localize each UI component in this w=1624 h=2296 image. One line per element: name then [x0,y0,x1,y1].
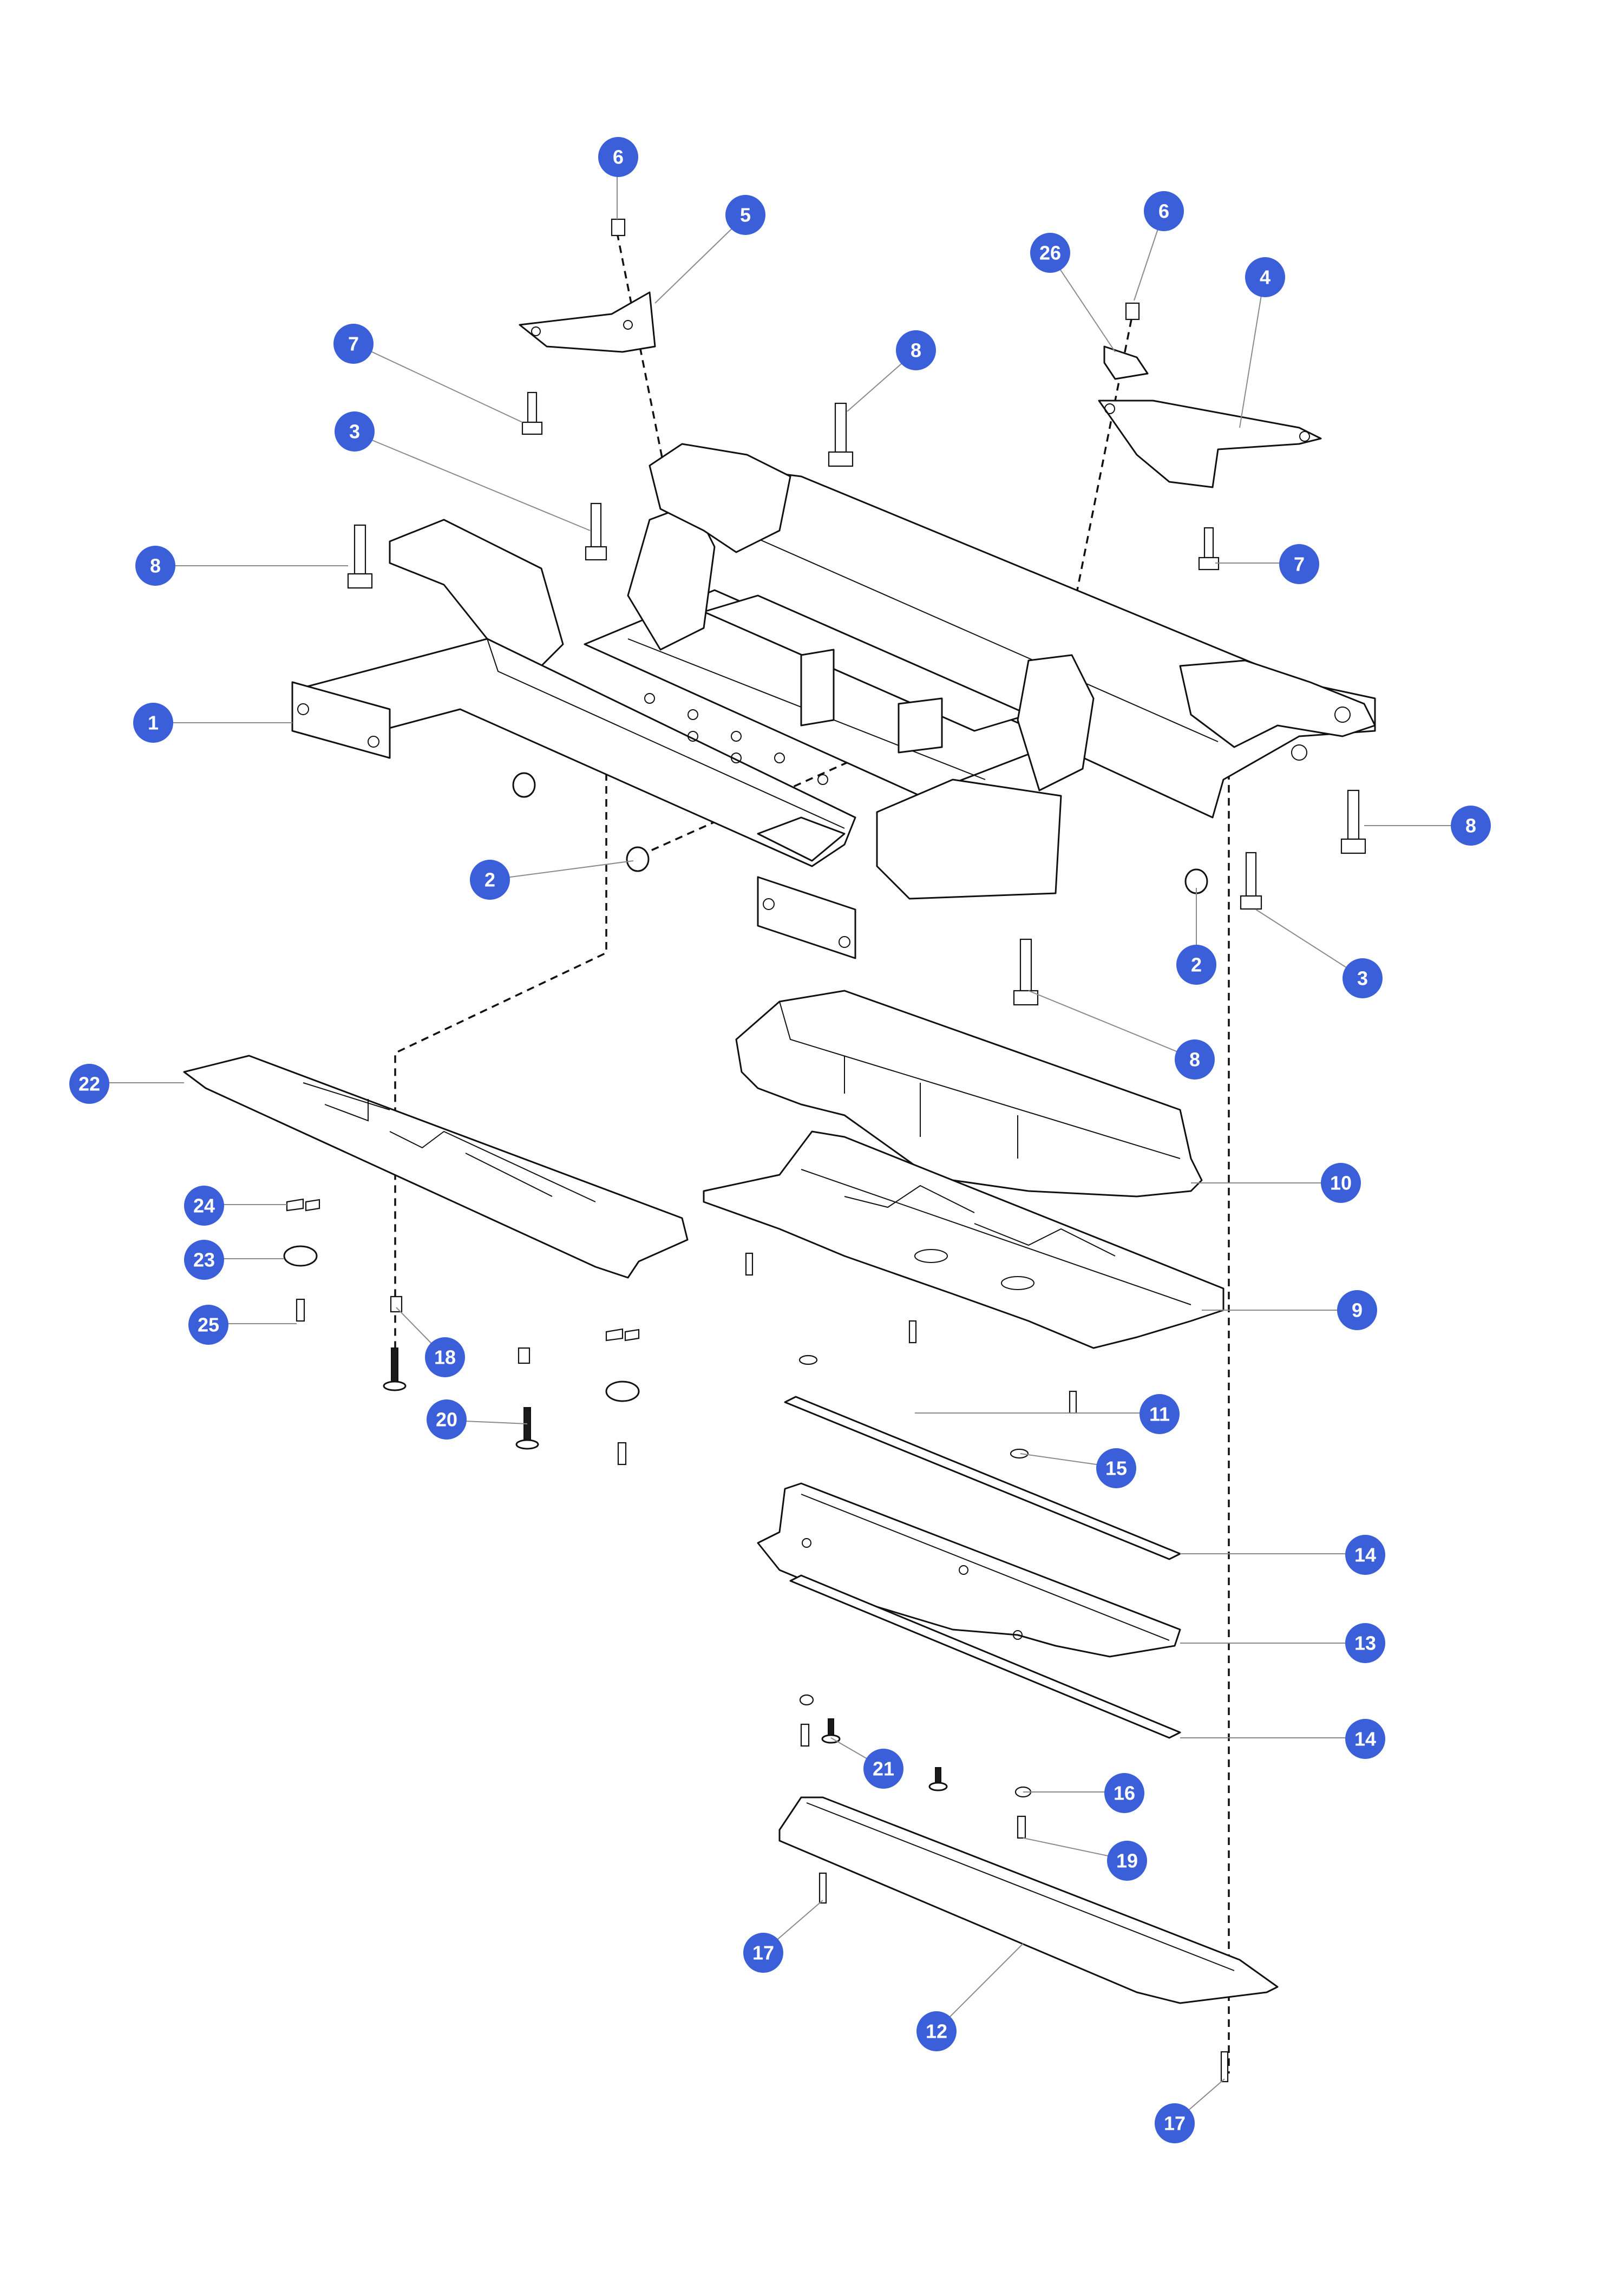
callout-label: 20 [436,1409,457,1431]
callout-label: 6 [1158,200,1169,223]
callout-label: 8 [911,339,921,362]
callouts: 1 2 2 3 3 4 5 6 6 7 7 8 8 8 8 9 10 11 12… [69,137,1491,2143]
callout-label: 3 [349,421,360,443]
callout-3-left: 3 [335,411,375,452]
callout-25: 25 [188,1305,228,1345]
callout-2-right: 2 [1176,945,1216,985]
callout-8-right: 8 [1451,806,1491,846]
bushings [512,772,1208,894]
callout-label: 23 [193,1249,215,1271]
small-hardware [283,1198,1077,1466]
callout-7-left: 7 [333,324,374,364]
callout-6-right: 6 [1144,191,1184,231]
callout-10: 10 [1321,1163,1361,1203]
callout-label: 12 [926,2020,947,2043]
callout-13: 13 [1345,1623,1385,1663]
callout-3-right: 3 [1343,958,1383,998]
callout-19: 19 [1107,1841,1147,1881]
callout-label: 14 [1354,1728,1376,1750]
callout-label: 8 [1465,815,1476,837]
callout-15: 15 [1096,1448,1136,1488]
callout-16: 16 [1104,1773,1144,1813]
callout-24: 24 [184,1186,224,1226]
callout-label: 3 [1357,967,1368,990]
callout-17-right: 17 [1155,2103,1195,2143]
callout-label: 1 [148,712,159,734]
strip-14-lower [789,1574,1181,1739]
callout-label: 6 [613,146,624,168]
callout-14-upper: 14 [1345,1535,1385,1575]
callout-18: 18 [425,1337,465,1377]
callout-label: 8 [150,555,161,577]
callout-label: 14 [1354,1544,1376,1566]
callout-8-top: 8 [896,330,936,370]
callout-9: 9 [1337,1290,1377,1330]
callout-label: 15 [1105,1457,1127,1480]
callout-label: 24 [193,1195,215,1217]
clip-26 [1103,345,1149,380]
callout-22: 22 [69,1064,109,1104]
callout-label: 19 [1116,1850,1138,1872]
callout-label: 5 [740,204,751,226]
bracket-4 [1098,400,1322,488]
callout-20: 20 [427,1399,467,1440]
callout-5: 5 [725,195,765,235]
callout-14-lower: 14 [1345,1719,1385,1759]
skid-plate-9 [703,1130,1224,1349]
subframe [291,443,1376,959]
callout-4: 4 [1245,257,1285,297]
callout-label: 2 [1191,954,1202,976]
callout-7-right: 7 [1279,544,1319,584]
callout-26: 26 [1030,233,1070,273]
callout-label: 17 [752,1942,774,1964]
callout-label: 9 [1352,1299,1363,1322]
callout-21: 21 [863,1749,903,1789]
callout-label: 13 [1354,1632,1376,1654]
callout-23: 23 [184,1240,224,1280]
callout-2-left: 2 [470,860,510,900]
bracket-5 [519,291,656,353]
callout-17-left: 17 [743,1933,783,1973]
panel-13 [757,1482,1181,1658]
leader-lines [89,157,1470,2123]
callout-6-left: 6 [598,137,638,177]
callout-label: 7 [348,333,359,355]
callout-label: 11 [1149,1403,1170,1425]
callout-label: 18 [434,1346,456,1369]
callout-label: 10 [1330,1172,1352,1194]
callout-label: 16 [1114,1782,1135,1804]
callout-label: 22 [78,1073,100,1095]
callout-label: 25 [198,1314,219,1336]
skid-12 [778,1796,1279,2004]
callout-8-left: 8 [135,546,175,586]
callout-12: 12 [916,2011,957,2051]
bolts [347,218,1366,1006]
callout-label: 7 [1294,553,1305,575]
callout-label: 17 [1164,2112,1186,2135]
heat-shield-10 [735,990,1203,1198]
callout-label: 21 [873,1758,894,1780]
callout-label: 26 [1039,242,1061,264]
callout-label: 4 [1260,266,1271,289]
callout-8-lower: 8 [1175,1039,1215,1080]
guard-22 [183,1055,689,1279]
callout-1: 1 [133,703,173,743]
callout-11: 11 [1140,1394,1180,1434]
callout-label: 2 [484,869,495,891]
callout-label: 8 [1189,1049,1200,1071]
